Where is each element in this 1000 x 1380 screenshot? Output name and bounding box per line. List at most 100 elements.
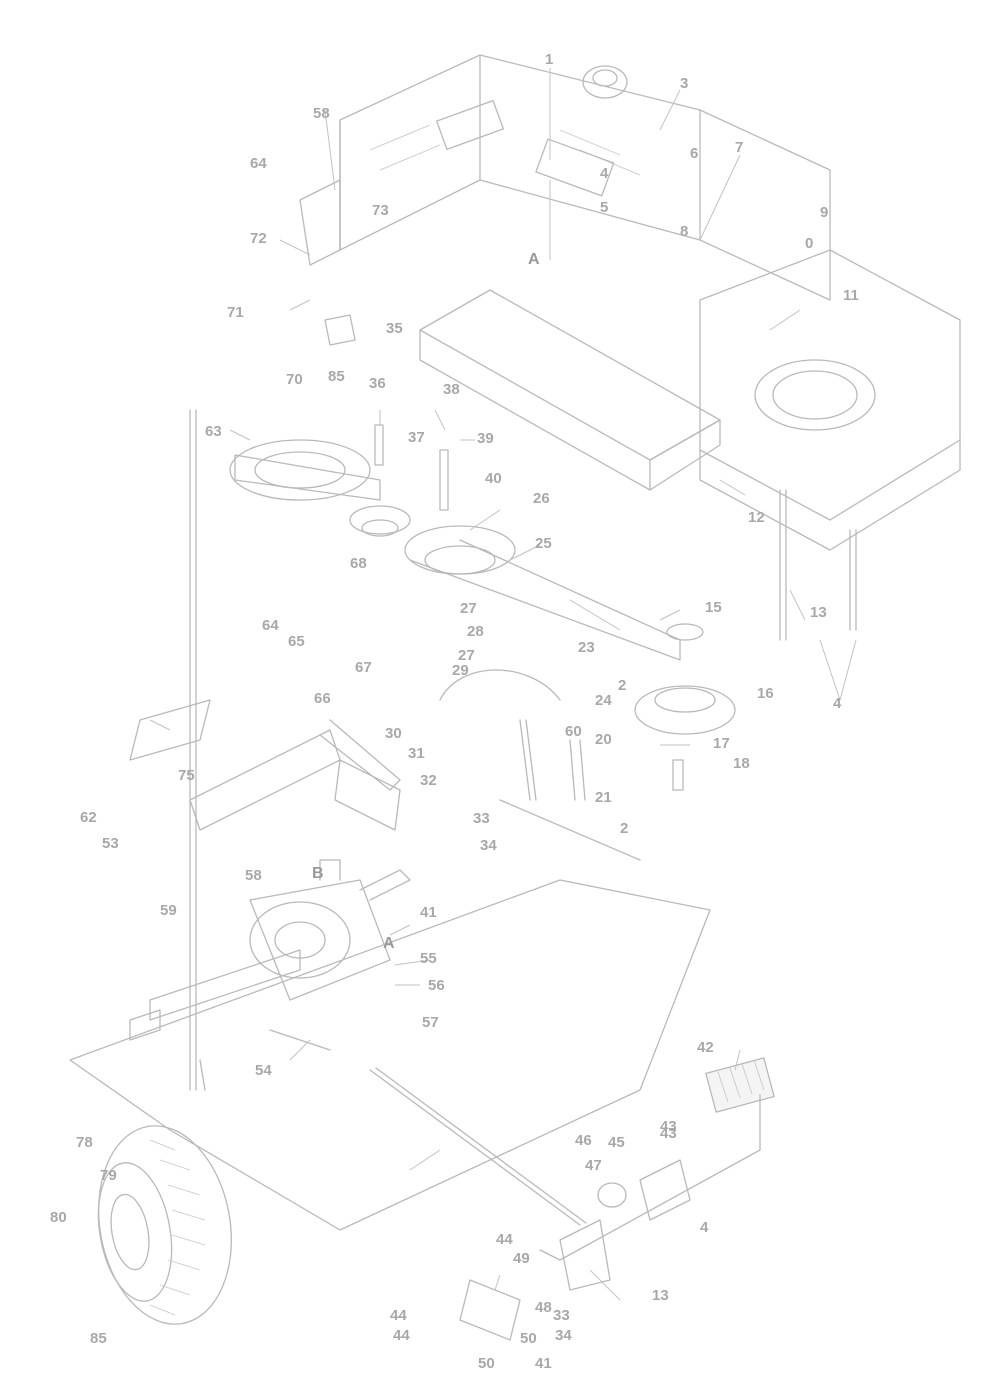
callout-label: 62	[80, 809, 97, 826]
callout-label: 40	[485, 470, 502, 487]
callout-label: 41	[420, 904, 437, 921]
reference-letters: A A B	[312, 251, 540, 952]
callout-label: 7	[735, 139, 743, 156]
callout-label: 4	[700, 1219, 709, 1236]
rear-wheel	[97, 1125, 232, 1325]
callout-label: 1	[545, 51, 553, 68]
callout-label: 32	[420, 772, 437, 789]
callout-label: 57	[422, 1014, 439, 1031]
callout-label: 9	[820, 204, 828, 221]
belt-and-rods	[189, 409, 857, 1091]
callout-label: 45	[608, 1134, 625, 1151]
callout-label: 3	[680, 75, 688, 92]
callout-label: 66	[314, 690, 331, 707]
callout-label: 13	[810, 604, 827, 621]
callout-label: 6	[690, 145, 698, 162]
callout-label: 39	[477, 430, 494, 447]
callout-label: 79	[100, 1167, 117, 1184]
callout-label: 43	[660, 1118, 677, 1135]
leader-lines	[149, 68, 857, 1301]
callout-label: 24	[595, 692, 612, 709]
callout-label: 71	[227, 304, 244, 321]
callout-label: 56	[428, 977, 445, 994]
callout-label: 0	[805, 235, 813, 252]
callout-label: 29	[452, 662, 469, 679]
callout-label: 13	[652, 1287, 669, 1304]
callout-label: 43	[660, 1125, 677, 1142]
callout-label: 60	[565, 723, 582, 740]
callout-label: 33	[473, 810, 490, 827]
callout-label: 80	[50, 1209, 67, 1226]
callout-label: 63	[205, 423, 222, 440]
callout-label: 36	[369, 375, 386, 392]
reference-letter: A	[383, 935, 395, 952]
callout-label: 16	[757, 685, 774, 702]
callout-label: 26	[533, 490, 550, 507]
callout-label: 17	[713, 735, 730, 752]
callout-label: 44	[390, 1307, 407, 1324]
callout-label: 68	[350, 555, 367, 572]
callout-label: 49	[513, 1250, 530, 1267]
callout-label: 85	[90, 1330, 107, 1347]
callout-label: 4	[600, 165, 609, 182]
callout-label: 18	[733, 755, 750, 772]
pedal-assembly	[459, 1057, 775, 1341]
callout-label: 33	[553, 1307, 570, 1324]
callout-label: 55	[420, 950, 437, 967]
callout-label: 46	[575, 1132, 592, 1149]
callout-label: 47	[585, 1157, 602, 1174]
chassis-frame	[299, 54, 961, 551]
callout-label: 53	[102, 835, 119, 852]
callout-label: 37	[408, 429, 425, 446]
footrest-pan	[69, 879, 711, 1231]
callout-label: 31	[408, 745, 425, 762]
callout-label: 12	[748, 509, 765, 526]
callout-label: 11	[843, 287, 859, 304]
callout-label: 41	[535, 1355, 552, 1372]
callout-label: 54	[255, 1062, 272, 1079]
callout-label: 70	[286, 371, 303, 388]
callout-label: 34	[555, 1327, 572, 1344]
callout-label: 34	[480, 837, 497, 854]
callout-label: 27	[460, 600, 477, 617]
callout-label: 75	[178, 767, 195, 784]
callout-label: 35	[386, 320, 403, 337]
callout-label: 64	[262, 617, 279, 634]
callout-label: 15	[705, 599, 722, 616]
callout-label: 44	[393, 1327, 410, 1344]
transaxle	[129, 719, 411, 1041]
callout-label: 5	[600, 199, 608, 216]
callout-label: 30	[385, 725, 402, 742]
reference-letter: A	[528, 251, 540, 268]
callout-label: 38	[443, 381, 460, 398]
callout-label: 50	[478, 1355, 495, 1372]
callout-label: 27	[458, 647, 475, 664]
small-parts	[129, 65, 628, 1091]
callout-label: 50	[520, 1330, 537, 1347]
callout-label: 44	[496, 1231, 513, 1248]
drive-pulleys	[229, 424, 736, 791]
callout-label: 65	[288, 633, 305, 650]
callout-label: 8	[680, 223, 688, 240]
callout-label: 85	[328, 368, 345, 385]
callout-label: 20	[595, 731, 612, 748]
callout-labels: 1 2 3 4 5 6 7 8 9 0 11 12 13 4 15 16 17 …	[50, 51, 859, 1372]
callout-label: 42	[697, 1039, 714, 1056]
callout-label: 58	[245, 867, 262, 884]
callout-label: 23	[578, 639, 595, 656]
callout-label: 48	[535, 1299, 552, 1316]
callout-label: 21	[595, 789, 612, 806]
callout-label: 28	[467, 623, 484, 640]
callout-label: 64	[250, 155, 267, 172]
callout-label: 59	[160, 902, 177, 919]
callout-label: 73	[372, 202, 389, 219]
callout-label: 72	[250, 230, 267, 247]
callout-label: 25	[535, 535, 552, 552]
callout-label: 2	[618, 677, 626, 694]
callout-label: 2	[620, 820, 628, 837]
reference-letter: B	[312, 865, 324, 882]
callout-label: 4	[833, 695, 842, 712]
callout-label: 67	[355, 659, 372, 676]
callout-label: 78	[76, 1134, 93, 1151]
